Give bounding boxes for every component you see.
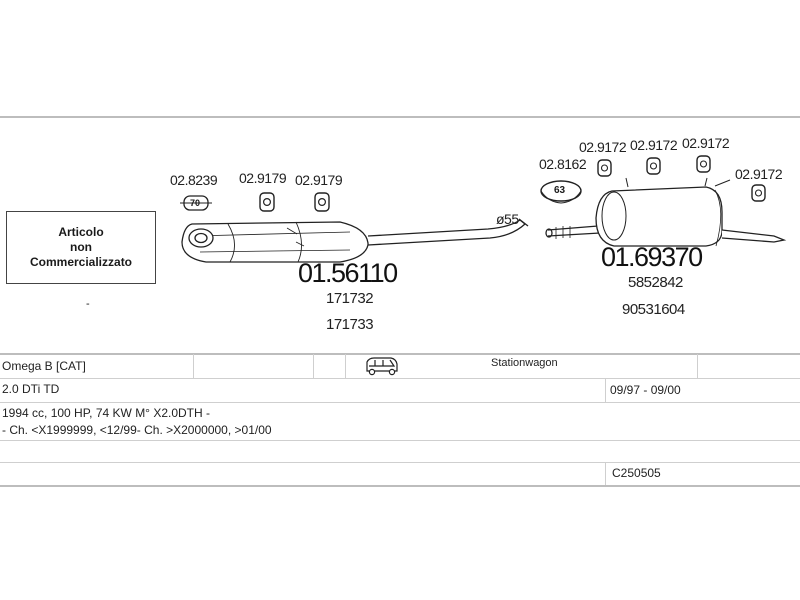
row-divider-4 (0, 462, 800, 463)
stray-dash: - (86, 298, 90, 310)
rear-ref-1: 5852842 (628, 274, 683, 291)
vehicle-spec: 1994 cc, 100 HP, 74 KW M° X2.0DTH - (2, 406, 210, 420)
vehicle-model: Omega B [CAT] (2, 359, 86, 373)
front-main-part-number: 01.56110 (298, 258, 398, 288)
pipe-diameter-label: ø55 (496, 211, 519, 227)
front-hanger-1-part-number: 02.9179 (239, 170, 287, 186)
vehicle-body-type: Stationwagon (491, 357, 558, 369)
clamp-icon (540, 180, 582, 204)
rear-hanger-2-part-number: 02.9172 (630, 137, 678, 153)
notice-line-2: non (70, 240, 92, 254)
hanger-icon (696, 155, 711, 173)
front-clamp-size-label: 70 (190, 198, 201, 208)
clamp-icon (180, 195, 212, 211)
table-bottom-border (0, 485, 800, 487)
row-divider-3 (0, 440, 800, 441)
middle-pipe-drawing (367, 218, 529, 246)
vehicle-years: 09/97 - 09/00 (610, 383, 681, 397)
top-separator (0, 116, 800, 118)
row-divider-2 (0, 402, 800, 403)
front-clamp-part-number: 02.8239 (170, 172, 218, 188)
rear-clamp-size-label: 63 (554, 185, 566, 196)
front-ref-1: 171732 (326, 290, 374, 307)
hanger-icon (259, 192, 275, 212)
rear-ref-2: 90531604 (622, 301, 685, 318)
rear-main-part-number: 01.69370 (601, 242, 703, 272)
rear-hanger-4-part-number: 02.9172 (735, 166, 783, 182)
front-hanger-2-part-number: 02.9179 (295, 172, 343, 188)
col-divider-1 (193, 354, 194, 378)
rear-hanger-1-part-number: 02.9172 (579, 139, 627, 155)
rear-clamp-part-number: 02.8162 (539, 156, 587, 172)
rear-muffler-drawing (545, 177, 787, 247)
vehicle-chassis: - Ch. <X1999999, <12/99- Ch. >X2000000, … (2, 423, 272, 437)
vehicle-engine: 2.0 DTi TD (2, 382, 60, 396)
row-divider-1 (0, 378, 800, 379)
col-divider-6 (605, 463, 606, 485)
catalog-code: C250505 (612, 466, 661, 480)
hanger-icon (314, 192, 330, 212)
notice-line-3: Commercializzato (29, 255, 133, 269)
col-divider-2 (313, 354, 314, 378)
notice-line-1: Articolo (58, 225, 104, 239)
hanger-icon (646, 157, 661, 175)
table-top-border (0, 353, 800, 355)
rear-hanger-3-part-number: 02.9172 (682, 135, 730, 151)
not-commercialized-notice: Articolo non Commercializzato (6, 211, 156, 284)
col-divider-4 (697, 354, 698, 378)
col-divider-5 (605, 379, 606, 402)
front-muffler-drawing (181, 221, 369, 263)
van-icon (366, 357, 398, 376)
hanger-icon (597, 159, 612, 177)
col-divider-3 (345, 354, 346, 378)
front-ref-2: 171733 (326, 316, 374, 333)
hanger-icon (751, 184, 766, 202)
